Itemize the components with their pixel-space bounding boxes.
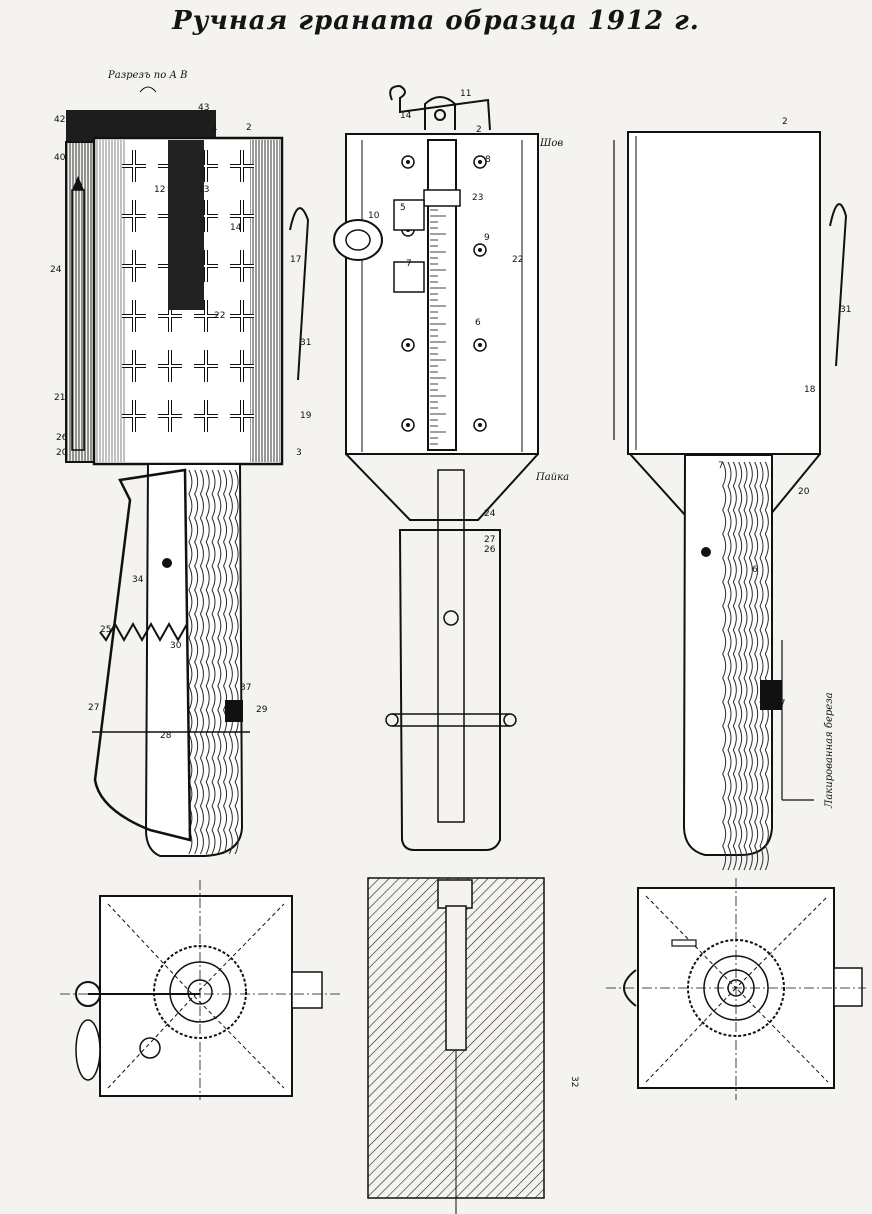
part-number: 20: [56, 448, 68, 458]
seam-label: Шов: [539, 138, 563, 149]
section-label: Разрезъ по А В: [107, 70, 188, 81]
part-number: 23: [472, 193, 483, 203]
handle: [144, 463, 244, 857]
spring: [99, 621, 188, 643]
part-number: 22: [214, 311, 225, 321]
part-number: 37: [240, 683, 251, 693]
part-number: 14: [400, 111, 412, 121]
part-number: 27: [88, 703, 99, 713]
part-number: 6: [475, 318, 481, 328]
page-number: 32: [569, 1076, 579, 1087]
wood-grain: [188, 469, 239, 855]
part-number: 37: [774, 699, 785, 709]
part-number: 7: [718, 461, 724, 471]
part-number: 2: [782, 117, 788, 127]
cap-block: [66, 110, 216, 142]
part-number: 2: [476, 125, 482, 135]
handle-note: Лакированная береза: [824, 692, 835, 809]
part-number: 34: [132, 575, 144, 585]
part-number: 9: [484, 233, 490, 243]
pull-ring: [333, 219, 383, 261]
part-number: 31: [300, 338, 311, 348]
part-number: 21: [54, 393, 65, 403]
outer-wall-left: [65, 141, 95, 463]
part-number: 5: [400, 203, 406, 213]
part-number: 24: [50, 265, 62, 275]
part-number: 14: [230, 223, 242, 233]
middle-handle: [398, 529, 501, 851]
outer-wall-right: [250, 140, 280, 462]
right-side-view: Лакированная береза 2 6 7 18 20 31 37: [613, 117, 851, 871]
part-number: 20: [798, 487, 810, 497]
part-numbers-right: 2 6 7 18 20 31 37: [718, 117, 851, 709]
part-number: 31: [840, 305, 851, 315]
part-number: 1: [212, 123, 218, 133]
part-number: 18: [804, 385, 816, 395]
part-number: 2: [246, 123, 252, 133]
lever: [93, 468, 192, 842]
scale-tube: [427, 139, 457, 451]
drawing-title: Ручная граната образца 1912 г.: [172, 6, 700, 36]
part-number: 3: [296, 448, 302, 458]
bottom-left-plan: [60, 880, 340, 1100]
part-number: 17: [290, 255, 301, 265]
part-number: 13: [198, 185, 209, 195]
part-number: 11: [460, 89, 471, 99]
bottom-right-plan: [606, 878, 866, 1100]
part-number: 22: [512, 255, 523, 265]
part-number: 28: [160, 731, 172, 741]
part-number: 7: [406, 259, 412, 269]
part-number: 30: [170, 641, 182, 651]
part-number: 10: [368, 211, 380, 221]
part-number: 27: [484, 535, 495, 545]
wood-grain-right: [722, 461, 769, 871]
part-number: 26: [484, 545, 496, 555]
part-number: 6: [752, 565, 758, 575]
part-number: 42: [54, 115, 65, 125]
right-body: [627, 131, 821, 455]
part-number: 19: [300, 411, 312, 421]
inner-tube: [168, 140, 204, 310]
solder-label: Пайка: [535, 472, 569, 483]
part-number: 26: [56, 433, 68, 443]
part-number: 29: [256, 705, 268, 715]
part-number: 43: [198, 103, 209, 113]
part-number: 8: [485, 155, 491, 165]
part-number: 25: [100, 625, 111, 635]
part-number: 24: [484, 509, 496, 519]
bottom-middle-section: 32: [367, 877, 579, 1214]
part-number: 12: [154, 185, 165, 195]
part-number: 40: [54, 153, 66, 163]
